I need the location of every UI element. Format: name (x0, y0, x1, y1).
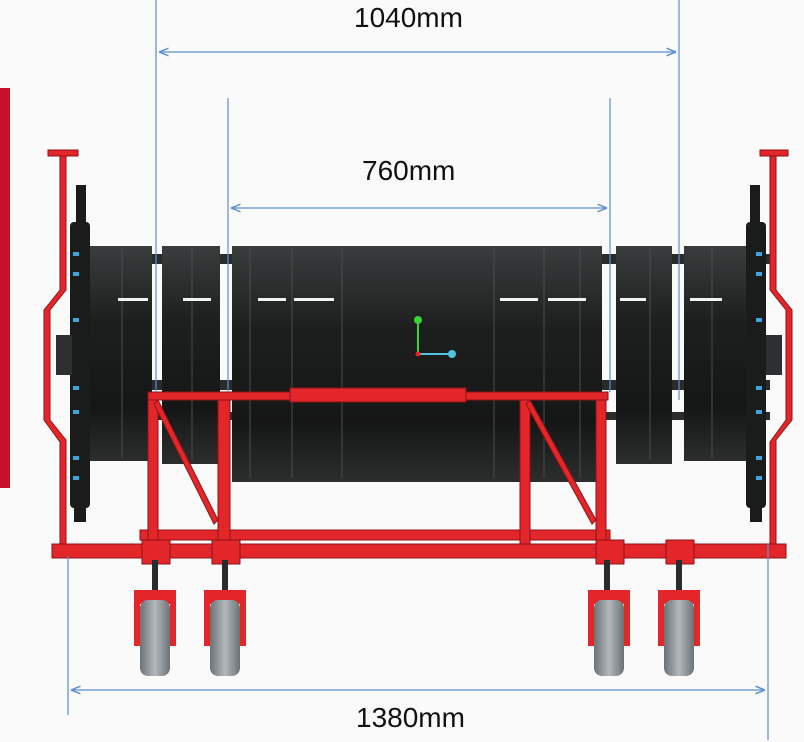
end-disc-left (70, 185, 90, 522)
dimension-lines (67, 0, 769, 740)
dimension-label-outer-span: 1040mm (354, 2, 463, 33)
caster-wheel-2 (204, 560, 246, 676)
caster-wheel-1 (134, 560, 176, 676)
dimension-label-overall-width: 1380mm (356, 702, 465, 733)
caster-wheel-4 (658, 560, 700, 676)
caster-wheel-3 (588, 560, 630, 676)
end-disc-right (746, 185, 766, 522)
dimension-label-inner-span: 760mm (362, 155, 456, 186)
accent-side-stripe (0, 88, 10, 488)
axis-gizmo-icon (414, 316, 456, 358)
roller-drum (90, 246, 746, 482)
hub-bearings (56, 335, 782, 375)
red-frame (43, 149, 793, 565)
